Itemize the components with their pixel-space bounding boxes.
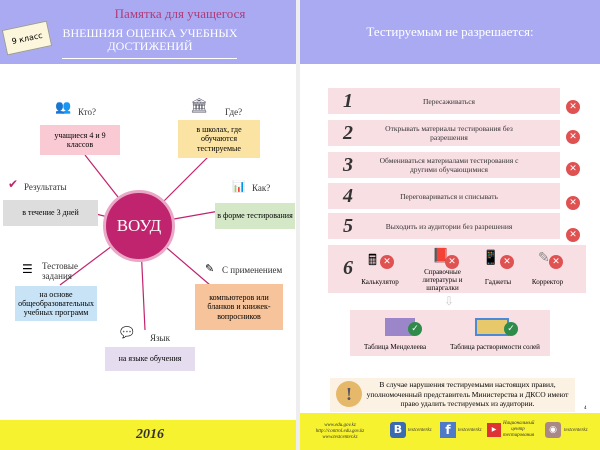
rule-row-6: 6 [328,245,586,293]
arrow-down-icon: ⇩ [444,294,455,308]
vk-link[interactable]: testcenterkz [408,428,432,433]
allowed-periodic: Таблица Менделеева [363,343,427,351]
year: 2016 [0,420,300,450]
calculator-icon: 🖩 [368,251,378,269]
periodic-table-icon [385,318,415,336]
right-title: Тестируемым не разрешается: [300,0,600,64]
forbidden-icon: ✕ [549,255,563,269]
box-results: в течение 3 дней [3,200,98,226]
chart-icon: 📊 [232,180,246,193]
youtube-link[interactable]: Национальный центр тестирования [503,421,535,438]
label-how: Как? [252,183,271,193]
item-corrector: Корректор [531,278,564,286]
forbidden-icon: ✕ [566,100,580,114]
item-gadgets: Гаджеты [484,278,512,286]
instagram-link[interactable]: testcenterkz [564,428,588,433]
forbidden-icon: ✕ [566,196,580,210]
facebook-icon[interactable]: f [440,422,456,438]
warning-text: В случае нарушения тестируемыми настоящи… [366,380,569,408]
instagram-icon[interactable]: ◉ [545,422,561,438]
box-where: в школах, где обучаются тестируемые [178,120,260,158]
box-using: компьютеров или бланков и книжек-вопросн… [195,284,283,330]
gadget-icon: 📱 [482,250,500,266]
label-tasks: Тестовые задания [42,261,78,281]
people-icon: 👥 [55,100,72,115]
item-calculator: Калькулятор [361,278,399,286]
center-circle: ВОУД [103,190,175,262]
item-references: Справочные литературы и шпаргалки [422,268,463,292]
vk-icon[interactable]: B [390,422,406,438]
check-icon: ✔ [8,177,19,191]
label-where: Где? [225,107,243,117]
allowed-solubility: Таблица растворимости солей [450,343,540,351]
left-header [0,0,300,64]
forbidden-icon: ✕ [566,228,580,242]
forbidden-icon: ✕ [500,255,514,269]
youtube-icon[interactable]: ▶ [487,423,501,437]
forbidden-icon: ✕ [445,255,459,269]
box-tasks: на основе общеобразовательных учебных пр… [15,286,97,321]
pencil-icon: ✎ [205,262,215,275]
forbidden-icon: ✕ [566,130,580,144]
warning-icon: ! [336,381,362,407]
forbidden-icon: ✕ [566,162,580,176]
subtitle: Памятка для учащегося [114,6,246,21]
chat-icon: 💬 [120,326,134,339]
list-icon: ☰ [22,262,33,276]
label-language: Язык [150,333,170,343]
school-icon: 🏛 [190,98,208,114]
label-using: С применением [222,265,283,275]
label-results: Результаты [24,182,67,192]
page-number: 4 [584,406,587,411]
box-how: в форме тестирования [215,203,295,229]
facebook-link[interactable]: testcenterkz [458,428,482,433]
box-language: на языке обучения [105,347,195,371]
allowed-icon: ✓ [504,322,518,336]
allowed-icon: ✓ [408,322,422,336]
warning-box [330,378,575,412]
forbidden-icon: ✕ [380,255,394,269]
divider [296,0,300,450]
corrector-icon: ✎ [538,250,550,266]
divider [62,58,237,59]
box-who: учащиеся 4 и 9 классов [40,125,120,155]
label-who: Кто? [78,107,96,117]
